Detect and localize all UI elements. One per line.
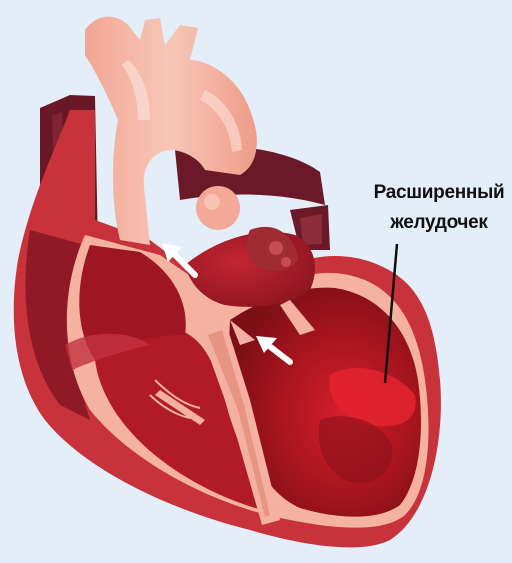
annotation-label-line2: желудочек	[370, 208, 508, 238]
pulmonary-valve	[196, 186, 240, 230]
annotation-label: Расширенный желудочек	[370, 178, 508, 238]
annotation-label-line1: Расширенный	[370, 178, 508, 208]
